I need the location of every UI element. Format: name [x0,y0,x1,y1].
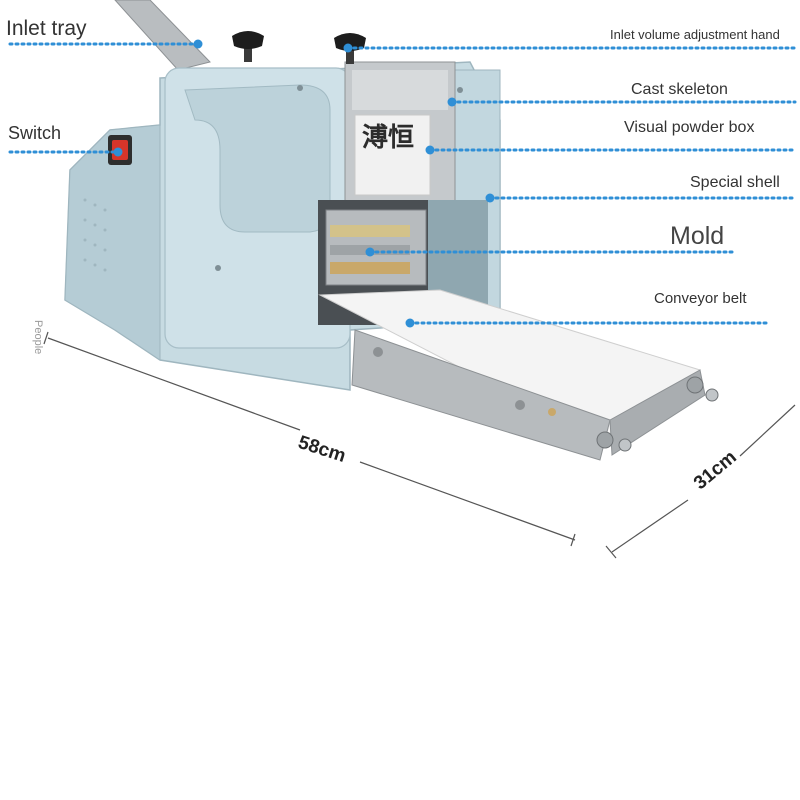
conveyor-belt-part [318,289,719,461]
brand-mark: 溥恒 [362,122,415,152]
leader-lines [8,42,797,325]
cast-skeleton-part [344,61,456,203]
knob-right [334,33,366,64]
dot-conveyor-belt [405,318,415,328]
dimension-31cm-line [605,404,796,559]
dot-special-shell [485,193,495,203]
dot-mold [365,247,375,257]
label-inlet-volume: Inlet volume adjustment hand [610,27,780,42]
label-special-shell: Special shell [690,174,780,191]
dot-switch [113,147,123,157]
knob-left [232,31,264,62]
inlet-tray-part [114,0,211,71]
label-switch: Switch [8,123,62,143]
label-conveyor-belt: Conveyor belt [654,290,747,307]
label-visual-powder-box: Visual powder box [624,119,755,136]
dot-inlet-tray [193,39,203,49]
dot-inlet-volume [343,43,353,53]
label-cast-skeleton: Cast skeleton [631,81,728,98]
dot-cast-skeleton [447,97,457,107]
dimension-58cm-line [43,331,576,547]
dot-visual-powder-box [425,145,435,155]
side-note-text: People [32,320,44,355]
label-inlet-tray: Inlet tray [6,17,87,40]
label-mold: Mold [670,222,725,250]
